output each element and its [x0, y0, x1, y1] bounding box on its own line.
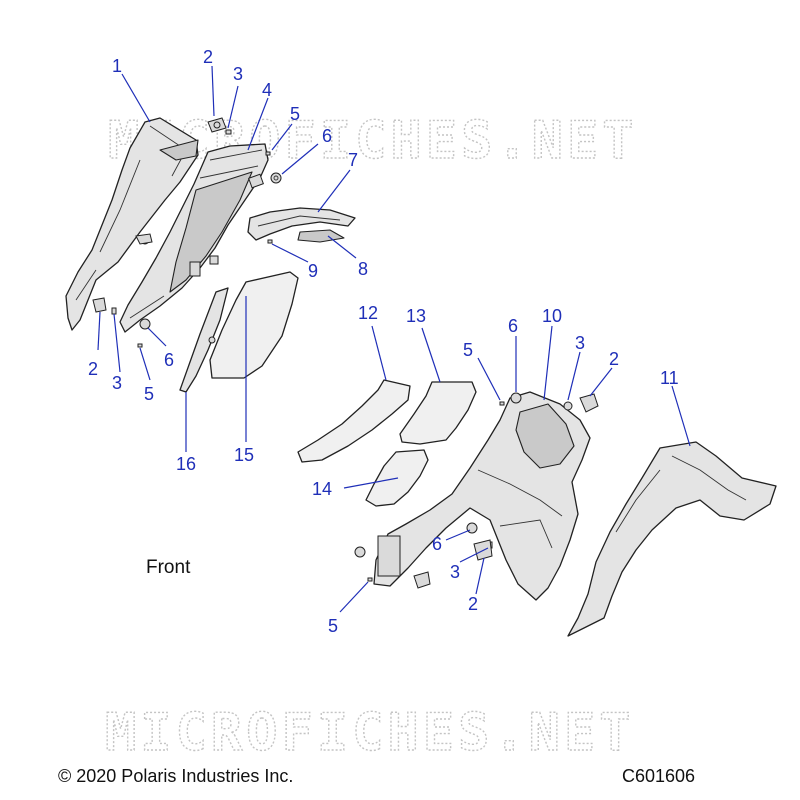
callout-13: 13: [406, 306, 426, 326]
callout-7: 7: [348, 150, 358, 170]
callout-5-left: 5: [144, 384, 154, 404]
callout-11: 11: [660, 368, 679, 388]
part-12-trim-panel: [297, 379, 411, 463]
callout-3-right: 3: [575, 333, 585, 353]
callout-4: 4: [262, 80, 272, 100]
callout-6-lower: 6: [432, 534, 442, 554]
leader-lines: [97, 65, 691, 613]
fastener-5b: [137, 343, 143, 348]
callout-6-right: 6: [508, 316, 518, 336]
callout-10: 10: [542, 306, 562, 326]
clip-lower: [413, 571, 431, 589]
callout-9: 9: [308, 261, 318, 281]
part-16-strip: [179, 287, 229, 393]
part-15-panel-insert: [209, 271, 299, 379]
callout-5-top: 5: [290, 104, 300, 124]
part-4-inner-side-panel: [119, 143, 269, 333]
watermark-top: MICROFICHES.NET: [108, 111, 638, 171]
part-8-trim-insert: [297, 229, 345, 243]
fastener-6d: [466, 522, 478, 534]
callout-labels: 1 2 3 4 5 6 7 8 9 2 3 6 5 16 15 12 13 14…: [88, 47, 679, 636]
callout-3-left: 3: [112, 373, 122, 393]
callout-6-top: 6: [322, 126, 332, 146]
part-10-inner-body-panel: [373, 391, 599, 601]
callout-12: 12: [358, 303, 378, 323]
callout-6-left: 6: [164, 350, 174, 370]
callout-14: 14: [312, 479, 332, 499]
front-orientation-label: Front: [146, 557, 191, 578]
callout-3-lower: 3: [450, 562, 460, 582]
fastener-5d: [367, 577, 373, 582]
fastener-3b: [111, 307, 117, 315]
callout-5-right: 5: [463, 340, 473, 360]
part-11-outer-side-panel: [567, 441, 777, 637]
fastener-9: [267, 239, 273, 244]
callout-2-right: 2: [609, 349, 619, 369]
part-1-outer-side-panel: [65, 117, 199, 331]
callout-8: 8: [358, 259, 368, 279]
callout-2-top: 2: [203, 47, 213, 67]
fastener-6b: [139, 318, 151, 330]
fastener-6a: [270, 172, 282, 184]
fastener-2b: [92, 297, 107, 313]
callout-15: 15: [234, 445, 254, 465]
callout-5-lower: 5: [328, 616, 338, 636]
fastener-5a: [265, 151, 271, 156]
callout-2-lower: 2: [468, 594, 478, 614]
part-13-trim-panel: [399, 381, 477, 445]
part-7-trim: [247, 207, 356, 241]
copyright-text: © 2020 Polaris Industries Inc.: [58, 766, 293, 786]
callout-3-top: 3: [233, 64, 243, 84]
fastener-2a: [207, 117, 227, 133]
fastener-3a: [225, 129, 232, 135]
watermark-bottom: MICROFICHES.NET: [105, 703, 635, 763]
diagram-id: C601606: [622, 766, 695, 786]
callout-2-left: 2: [88, 359, 98, 379]
grommet-lower: [354, 546, 366, 558]
callout-1: 1: [112, 56, 122, 76]
callout-16: 16: [176, 454, 196, 474]
